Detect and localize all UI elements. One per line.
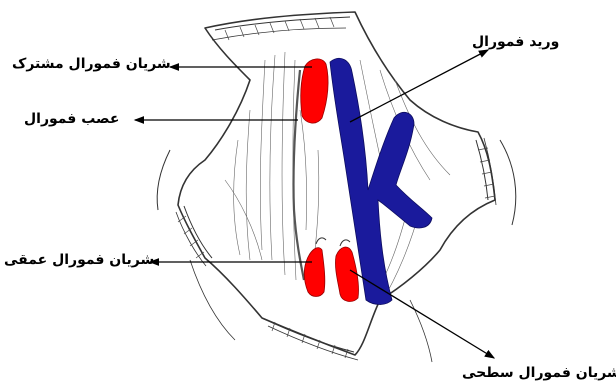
label-superficial-femoral-artery: شریان فمورال سطحی [462,365,616,381]
label-deep-femoral-artery: شریان فمورال عمقی [4,252,154,268]
leader-superficial-femoral-artery [350,270,494,358]
deep-femoral-artery-shape [304,248,325,297]
common-femoral-artery-shape [301,59,328,123]
label-femoral-vein: ورید فمورال [472,34,559,50]
superficial-femoral-artery-shape [335,247,358,301]
leader-femoral-vein [350,50,488,122]
label-femoral-nerve: عصب فمورال [24,111,119,127]
label-common-femoral-artery: شریان فمورال مشترک [12,56,171,72]
vessel-stubs [316,238,350,246]
